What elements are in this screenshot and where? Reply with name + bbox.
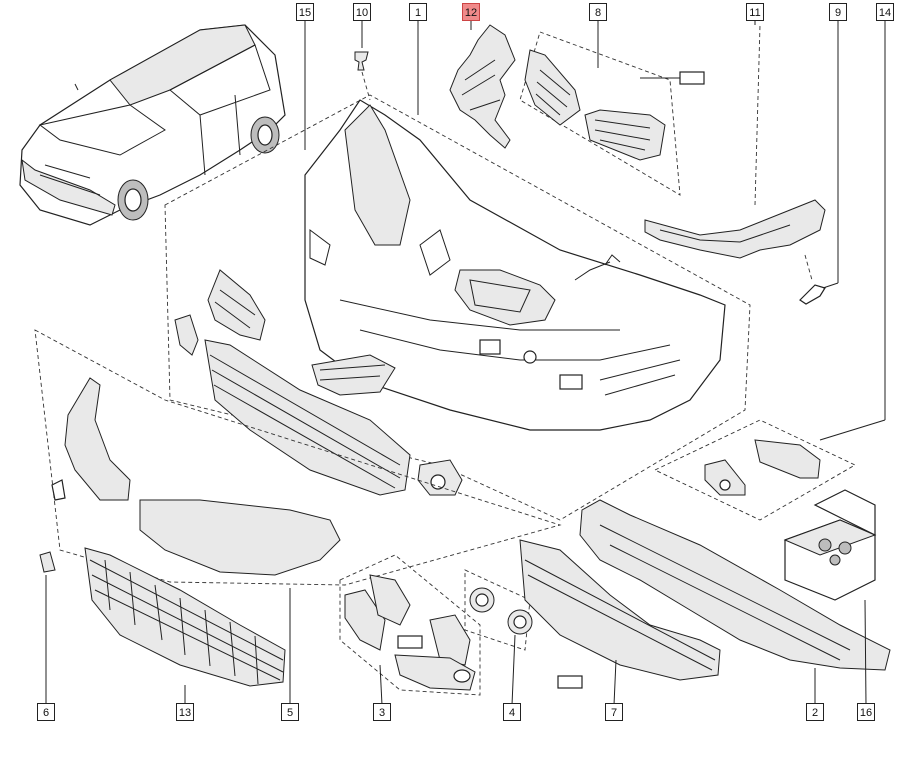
callout-13[interactable]: 13 xyxy=(176,703,194,721)
callout-15[interactable]: 15 xyxy=(296,3,314,21)
callout-3[interactable]: 3 xyxy=(373,703,391,721)
callout-10[interactable]: 10 xyxy=(353,3,371,21)
callout-11[interactable]: 11 xyxy=(746,3,764,21)
callout-12[interactable]: 12 xyxy=(462,3,480,21)
part-8-group xyxy=(519,31,705,196)
part-14-group xyxy=(653,20,886,521)
leader-lines xyxy=(304,20,756,150)
callout-16[interactable]: 16 xyxy=(857,703,875,721)
part-6-clip xyxy=(39,551,56,705)
part-5-group xyxy=(34,329,562,705)
part-3-group xyxy=(339,554,481,706)
callout-7[interactable]: 7 xyxy=(605,703,623,721)
callout-14[interactable]: 14 xyxy=(876,3,894,21)
callout-4[interactable]: 4 xyxy=(503,703,521,721)
part-16-kit xyxy=(783,489,877,706)
car-illustration xyxy=(19,24,286,226)
callout-8[interactable]: 8 xyxy=(589,3,607,21)
callout-6[interactable]: 6 xyxy=(37,703,55,721)
part-7-strip xyxy=(519,539,721,706)
part-12-bracket xyxy=(449,24,516,149)
callout-5[interactable]: 5 xyxy=(281,703,299,721)
part-1-bumper xyxy=(164,94,751,521)
part-10-clip xyxy=(354,51,371,101)
part-2-absorber xyxy=(579,499,891,705)
part-11-bracket xyxy=(644,24,826,259)
part-4-group xyxy=(464,569,533,706)
callout-1[interactable]: 1 xyxy=(409,3,427,21)
callout-2[interactable]: 2 xyxy=(806,703,824,721)
callout-9[interactable]: 9 xyxy=(829,3,847,21)
part-9-rivet xyxy=(799,20,839,305)
part-13-mesh-grille xyxy=(84,547,286,705)
lower-grille xyxy=(204,339,463,496)
side-grilles xyxy=(174,269,396,396)
